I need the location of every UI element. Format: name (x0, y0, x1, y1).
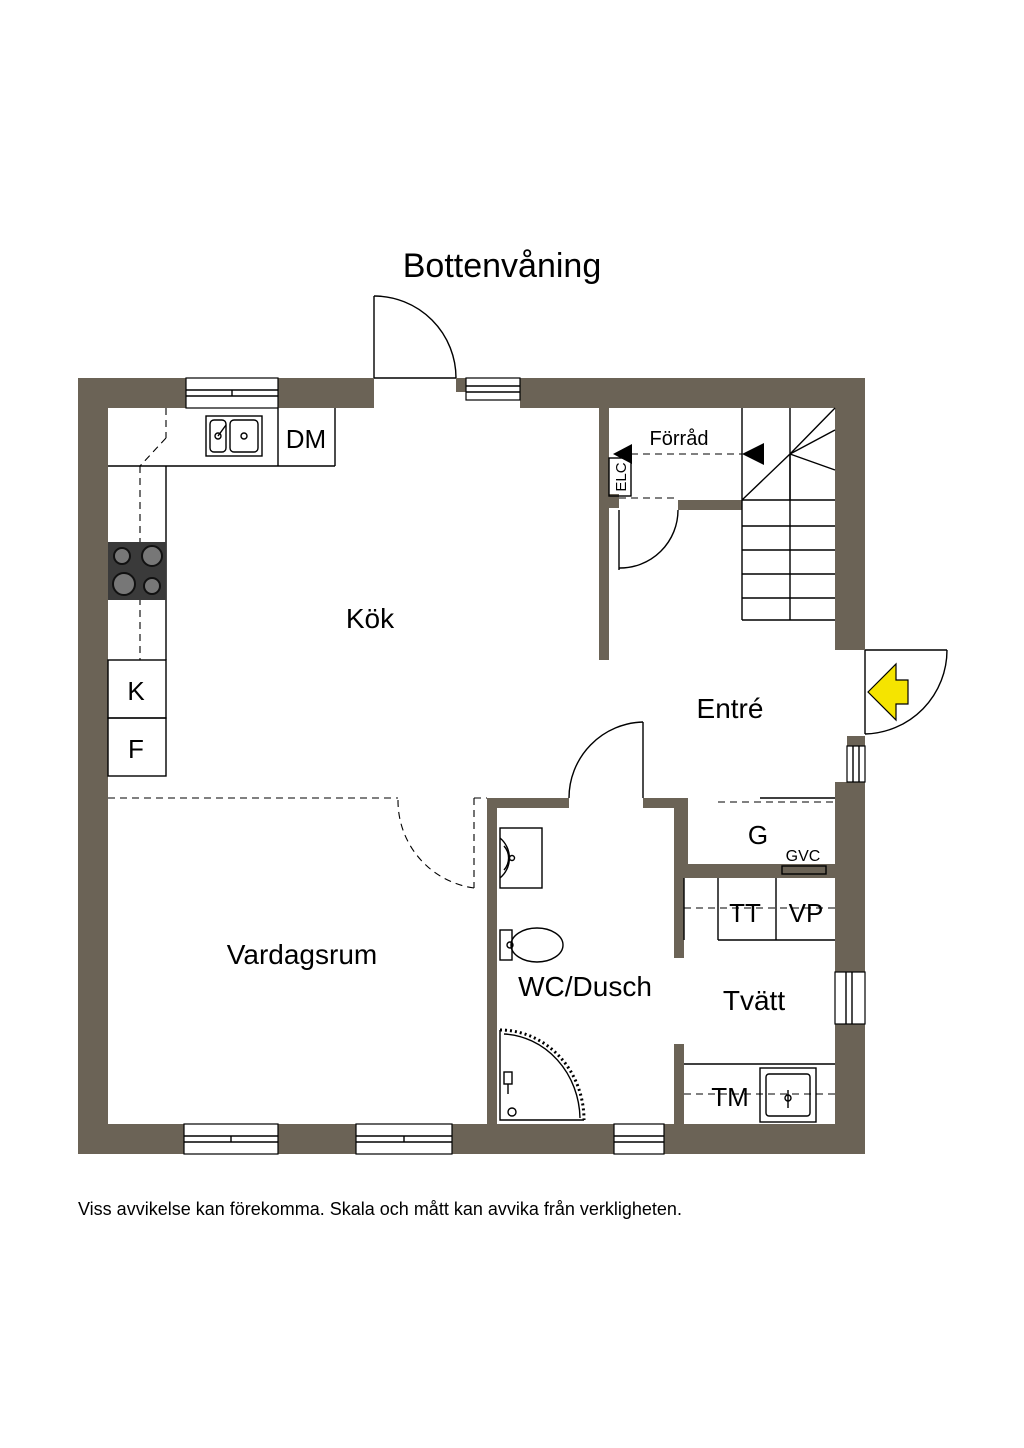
toilet-icon (499, 927, 564, 963)
label-tm: TM (711, 1082, 749, 1112)
window-laundry-right (834, 971, 866, 1025)
label-tt: TT (729, 898, 761, 928)
stove-icon (108, 542, 166, 600)
interior-walls (487, 408, 835, 1124)
windows (183, 377, 866, 1155)
shower-icon (499, 1028, 586, 1121)
label-dm: DM (286, 424, 326, 454)
plan-title: Bottenvåning (403, 247, 602, 285)
room-label-entre: Entré (697, 693, 764, 724)
door-storage (618, 509, 679, 570)
kitchen-counter (107, 408, 336, 777)
label-vp: VP (789, 898, 824, 928)
stair-arrow-icon (613, 443, 764, 465)
label-k: K (127, 676, 145, 706)
tt-vp-units (683, 878, 835, 941)
window-wc-bottom (613, 1123, 665, 1155)
room-label-kok: Kök (346, 603, 395, 634)
window-living-bottom-right (355, 1123, 453, 1155)
staircase (741, 407, 836, 621)
washbasin-icon (499, 827, 543, 889)
g-closet (718, 797, 835, 875)
door-front (864, 649, 948, 735)
room-dividers (108, 453, 742, 799)
outer-walls (78, 378, 865, 1154)
door-wc (568, 721, 644, 799)
window-living-bottom-left (183, 1123, 279, 1155)
label-g: G (748, 820, 768, 850)
footer-note: Viss avvikelse kan förekomma. Skala och … (78, 1199, 682, 1219)
window-entry-top (465, 377, 521, 401)
label-elc: ELC (613, 462, 630, 491)
entrance-arrow-icon (867, 662, 909, 722)
label-forrad: Förråd (650, 428, 709, 450)
sink-icon (205, 415, 263, 457)
doors (373, 295, 948, 889)
room-label-tvatt: Tvätt (723, 985, 785, 1016)
tm-units (684, 1063, 835, 1123)
window-entry-right (846, 745, 866, 783)
room-label-wc-dusch: WC/Dusch (518, 971, 652, 1002)
room-label-vardagsrum: Vardagsrum (227, 939, 377, 970)
label-f: F (128, 734, 144, 764)
door-garden (373, 295, 457, 379)
storage-elc (608, 457, 632, 497)
label-gvc: GVC (786, 848, 821, 865)
window-kitchen-top (185, 377, 279, 409)
door-living (397, 797, 487, 889)
